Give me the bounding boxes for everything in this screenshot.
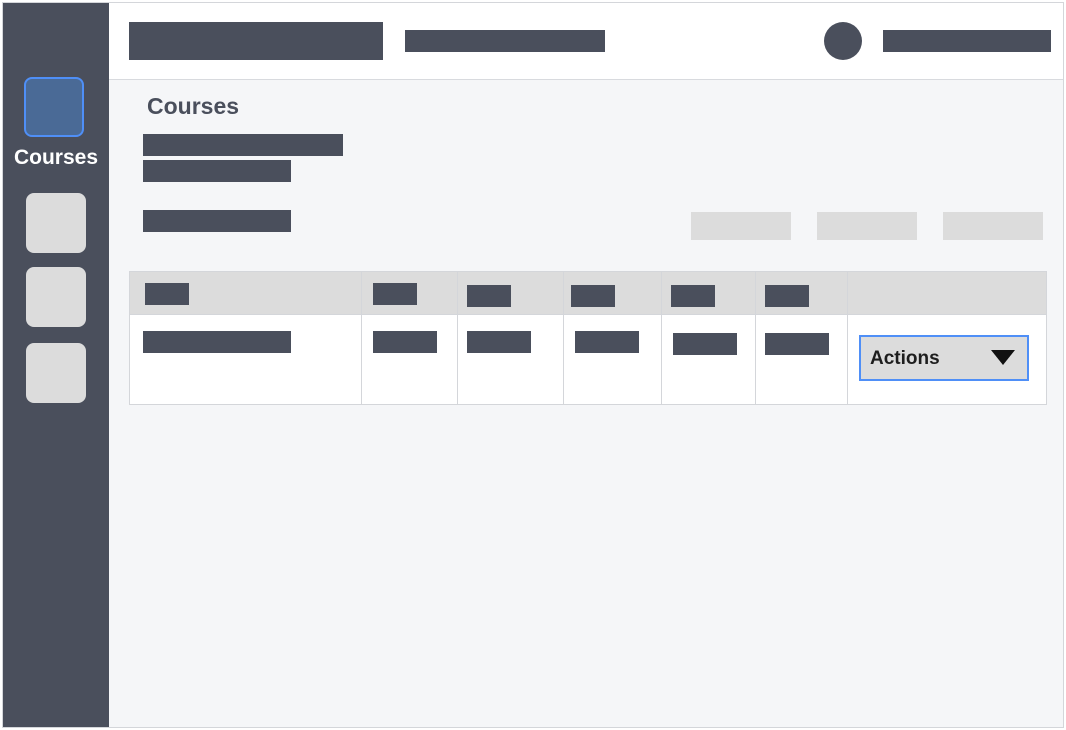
user-name-placeholder[interactable] <box>883 30 1051 52</box>
page-title: Courses <box>147 93 240 119</box>
column-header-6[interactable] <box>765 285 809 307</box>
breadcrumb-placeholder <box>405 30 605 52</box>
column-divider <box>847 272 848 404</box>
toolbar-button-3[interactable] <box>943 212 1043 240</box>
user-avatar[interactable] <box>824 22 862 60</box>
sidebar-item-courses[interactable] <box>24 77 84 137</box>
column-divider <box>755 272 756 404</box>
sidebar-item-4[interactable] <box>26 343 86 403</box>
subtitle-line-1 <box>143 134 343 156</box>
table-cell-2 <box>373 331 437 353</box>
actions-dropdown[interactable]: Actions <box>859 335 1029 381</box>
subtitle-line-2 <box>143 160 291 182</box>
section-label-placeholder <box>143 210 291 232</box>
column-header-5[interactable] <box>671 285 715 307</box>
column-header-4[interactable] <box>571 285 615 307</box>
sidebar: Courses <box>3 3 109 727</box>
column-divider <box>361 272 362 404</box>
courses-table: Actions <box>129 271 1047 405</box>
table-cell-1 <box>143 331 291 353</box>
toolbar-button-1[interactable] <box>691 212 791 240</box>
column-header-2[interactable] <box>373 283 417 305</box>
actions-dropdown-label: Actions <box>870 348 940 369</box>
column-divider <box>457 272 458 404</box>
toolbar-button-2[interactable] <box>817 212 917 240</box>
sidebar-item-courses-label: Courses <box>13 146 99 169</box>
sidebar-item-3[interactable] <box>26 267 86 327</box>
column-divider <box>563 272 564 404</box>
column-divider <box>661 272 662 404</box>
column-header-3[interactable] <box>467 285 511 307</box>
app-logo-placeholder[interactable] <box>129 22 383 60</box>
caret-down-icon <box>991 350 1015 365</box>
column-header-1[interactable] <box>145 283 189 305</box>
table-cell-3 <box>467 331 531 353</box>
table-cell-4 <box>575 331 639 353</box>
top-bar <box>109 3 1063 80</box>
sidebar-item-2[interactable] <box>26 193 86 253</box>
table-cell-5 <box>673 333 737 355</box>
table-cell-6 <box>765 333 829 355</box>
